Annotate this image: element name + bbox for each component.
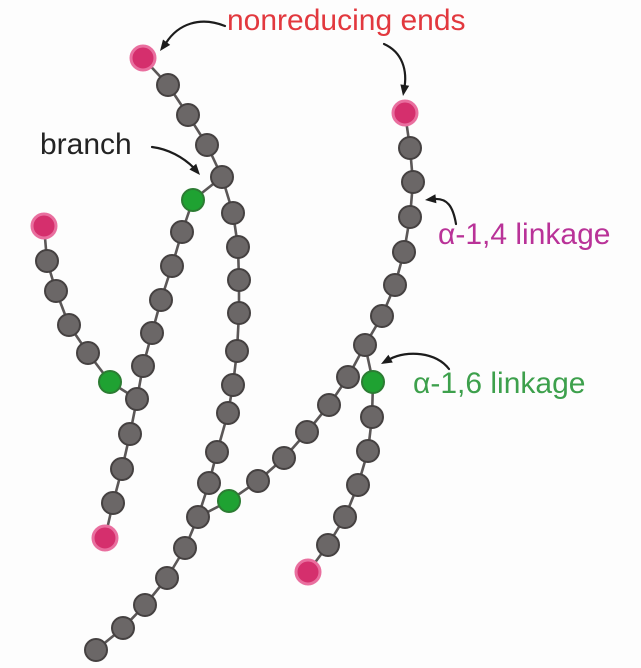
glucose-residue	[346, 473, 370, 497]
arrow-to-alpha14-linkage	[432, 197, 458, 226]
alpha-1-6-linkage-label: α-1,6 linkage	[413, 367, 586, 400]
glucose-residue	[272, 446, 296, 470]
arrow-to-alpha16-linkage-head	[381, 354, 393, 364]
glucose-residue	[333, 505, 357, 529]
glucose-residue	[140, 321, 164, 345]
arrow-to-alpha16-linkage	[388, 352, 451, 371]
glucose-residue	[392, 240, 416, 264]
glucose-residue	[295, 420, 319, 444]
nonreducing-ends-label: nonreducing ends	[227, 4, 466, 37]
arrow-to-left-nonreducing-end	[164, 20, 227, 45]
branch-label: branch	[40, 128, 132, 161]
glucose-residue	[221, 201, 245, 225]
glucose-residue	[226, 235, 250, 259]
glucose-residue	[383, 273, 407, 297]
glucose-residue	[401, 170, 425, 194]
glucose-residue	[118, 422, 142, 446]
glucose-residue	[317, 393, 341, 417]
glucose-residue	[227, 301, 251, 325]
glucose-residue	[160, 254, 184, 278]
alpha16-branch-residue	[98, 370, 122, 394]
alpha16-branch-residue	[181, 188, 205, 212]
arrow-to-right-nonreducing-end-head	[400, 84, 410, 96]
glucose-residue	[227, 268, 251, 292]
alpha16-branch-residue	[217, 489, 241, 513]
glucose-residue	[170, 220, 194, 244]
glucose-residue	[205, 440, 229, 464]
glucose-residue	[370, 304, 394, 328]
glucose-residue	[197, 471, 221, 495]
glucose-residue	[156, 73, 180, 97]
arrow-to-alpha14-linkage-head	[425, 194, 437, 204]
arrow-to-branch-point	[150, 145, 196, 170]
arrow-to-branch-point-head	[189, 163, 200, 175]
glucose-residue	[44, 279, 68, 303]
glucose-residue	[133, 593, 157, 617]
glucose-residue	[125, 387, 149, 411]
nonreducing-end-residue	[91, 524, 119, 552]
glucose-residue	[131, 354, 155, 378]
alpha16-branch-residue	[361, 370, 385, 394]
nonreducing-end-residue	[30, 212, 58, 240]
glucose-residue	[111, 616, 135, 640]
glucose-residue	[216, 401, 240, 425]
glucose-residue	[398, 136, 422, 160]
glucose-residue	[110, 457, 134, 481]
glucose-residue	[35, 249, 59, 273]
glucose-residue	[353, 333, 377, 357]
glucose-residue	[210, 165, 234, 189]
glucose-residue	[360, 405, 384, 429]
glucose-residue	[173, 536, 197, 560]
alpha-1-4-linkage-label: α-1,4 linkage	[438, 218, 611, 251]
glucose-residue	[316, 533, 340, 557]
nonreducing-end-residue	[129, 44, 157, 72]
glucose-residue	[221, 373, 245, 397]
nonreducing-end-residue	[391, 99, 419, 127]
glucose-residue	[101, 491, 125, 515]
glucose-residue	[246, 469, 270, 493]
glucose-residue	[336, 365, 360, 389]
glucose-residue	[149, 288, 173, 312]
glucose-residue	[76, 341, 100, 365]
glucose-residue	[225, 339, 249, 363]
glucose-residue	[398, 205, 422, 229]
glucose-residue	[57, 313, 81, 337]
arrow-to-right-nonreducing-end	[382, 42, 407, 92]
glucose-residue	[155, 566, 179, 590]
arrow-to-left-nonreducing-end-head	[160, 39, 171, 51]
glucose-residue	[84, 638, 108, 662]
nonreducing-end-residue	[294, 558, 322, 586]
glucose-residue	[195, 133, 219, 157]
glucose-residue	[186, 505, 210, 529]
glucose-residue	[176, 103, 200, 127]
glucose-residue	[356, 439, 380, 463]
